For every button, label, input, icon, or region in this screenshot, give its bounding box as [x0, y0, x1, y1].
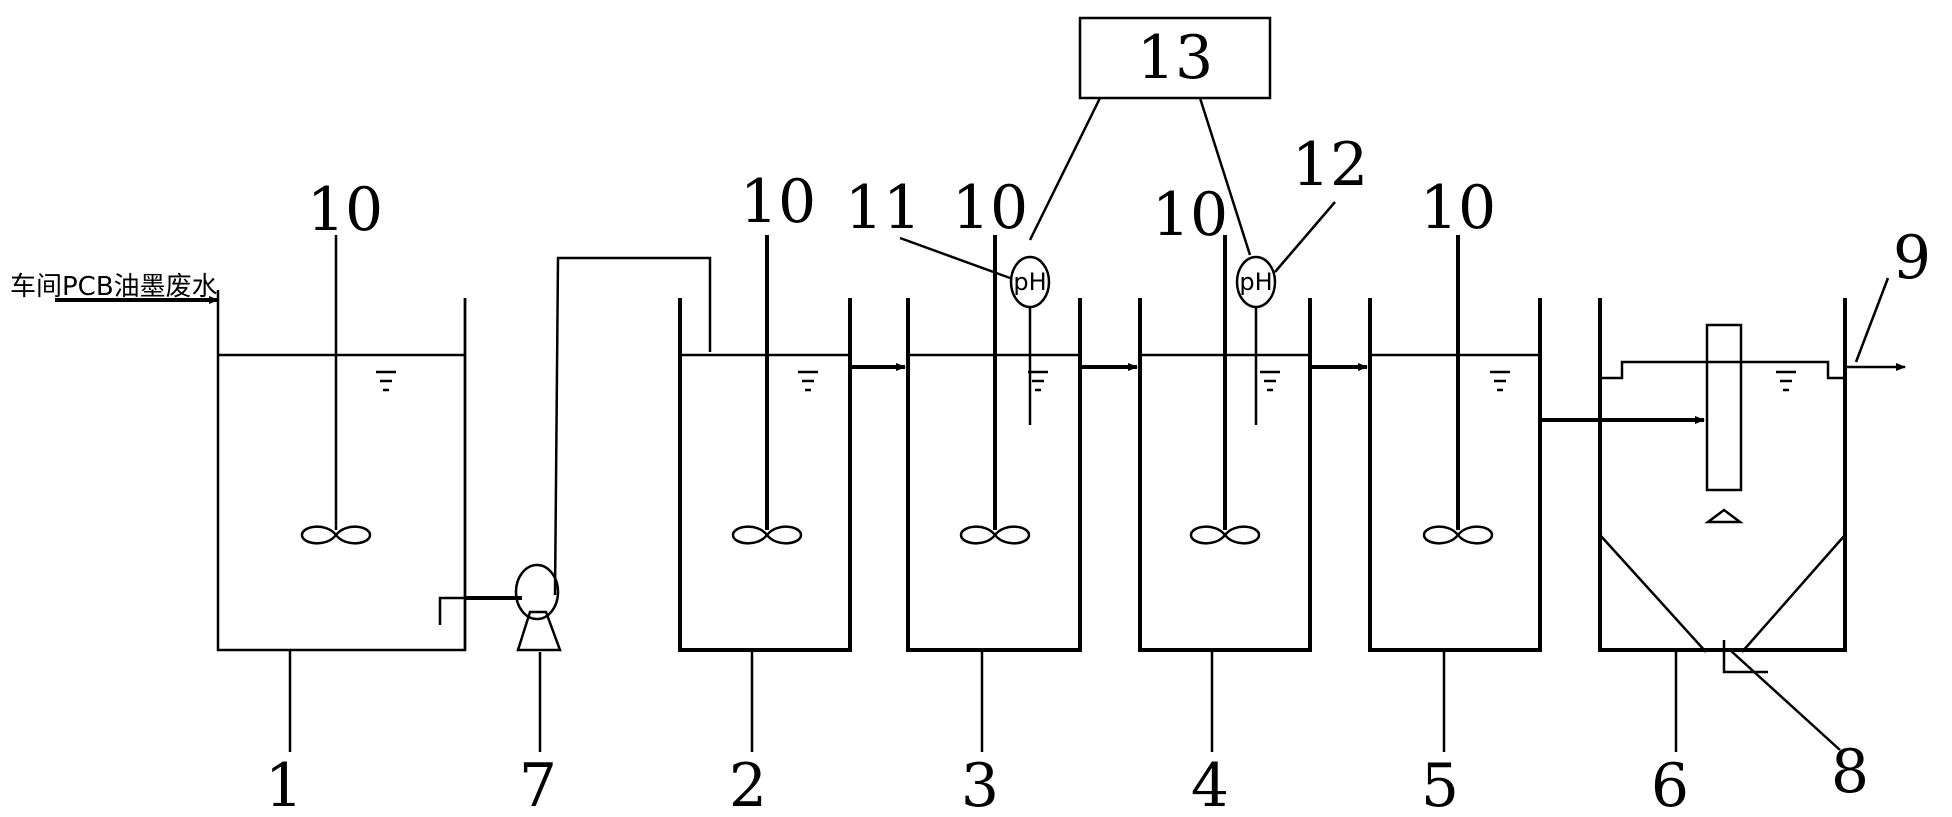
label-10-tank4: 10 — [1152, 180, 1228, 250]
controller-label: 13 — [1137, 23, 1213, 93]
ph-probe-2-text: pH — [1239, 268, 1272, 296]
tank-6 — [1598, 298, 1847, 653]
label-6: 6 — [1651, 751, 1689, 817]
label-1: 1 — [265, 751, 303, 817]
tank-4 — [1138, 298, 1312, 652]
label-2: 2 — [729, 751, 767, 817]
label-10-tank2: 10 — [740, 167, 816, 237]
tank-5 — [1368, 298, 1542, 652]
mixer-4 — [1189, 235, 1261, 545]
mixer-3 — [959, 235, 1031, 545]
leader-lines — [288, 201, 1890, 752]
label-10-tank3: 10 — [952, 173, 1028, 243]
inlet-label: 车间PCB油墨废水 — [10, 272, 218, 302]
label-11: 11 — [845, 173, 921, 243]
label-7: 7 — [519, 751, 557, 817]
mixer-5 — [1422, 235, 1494, 545]
label-3: 3 — [961, 751, 999, 817]
controller-box: 13 — [1078, 16, 1272, 100]
water-level-marks — [376, 370, 1796, 392]
pump — [438, 256, 712, 652]
sludge-outlet — [1722, 640, 1841, 751]
label-4: 4 — [1191, 751, 1229, 817]
ph-probe-1: pH — [1009, 255, 1051, 425]
label-10-tank1: 10 — [307, 175, 383, 245]
label-12: 12 — [1292, 130, 1368, 200]
label-5: 5 — [1421, 751, 1459, 817]
ph-probe-1-text: pH — [1013, 268, 1046, 296]
mixer-1 — [300, 235, 372, 545]
label-9: 9 — [1893, 223, 1931, 293]
flow-arrows — [850, 363, 1906, 424]
label-8: 8 — [1831, 737, 1869, 807]
label-10-tank5: 10 — [1420, 173, 1496, 243]
tank-1 — [216, 290, 467, 652]
ph-probe-2: pH — [1235, 255, 1277, 425]
mixer-2 — [731, 235, 803, 545]
